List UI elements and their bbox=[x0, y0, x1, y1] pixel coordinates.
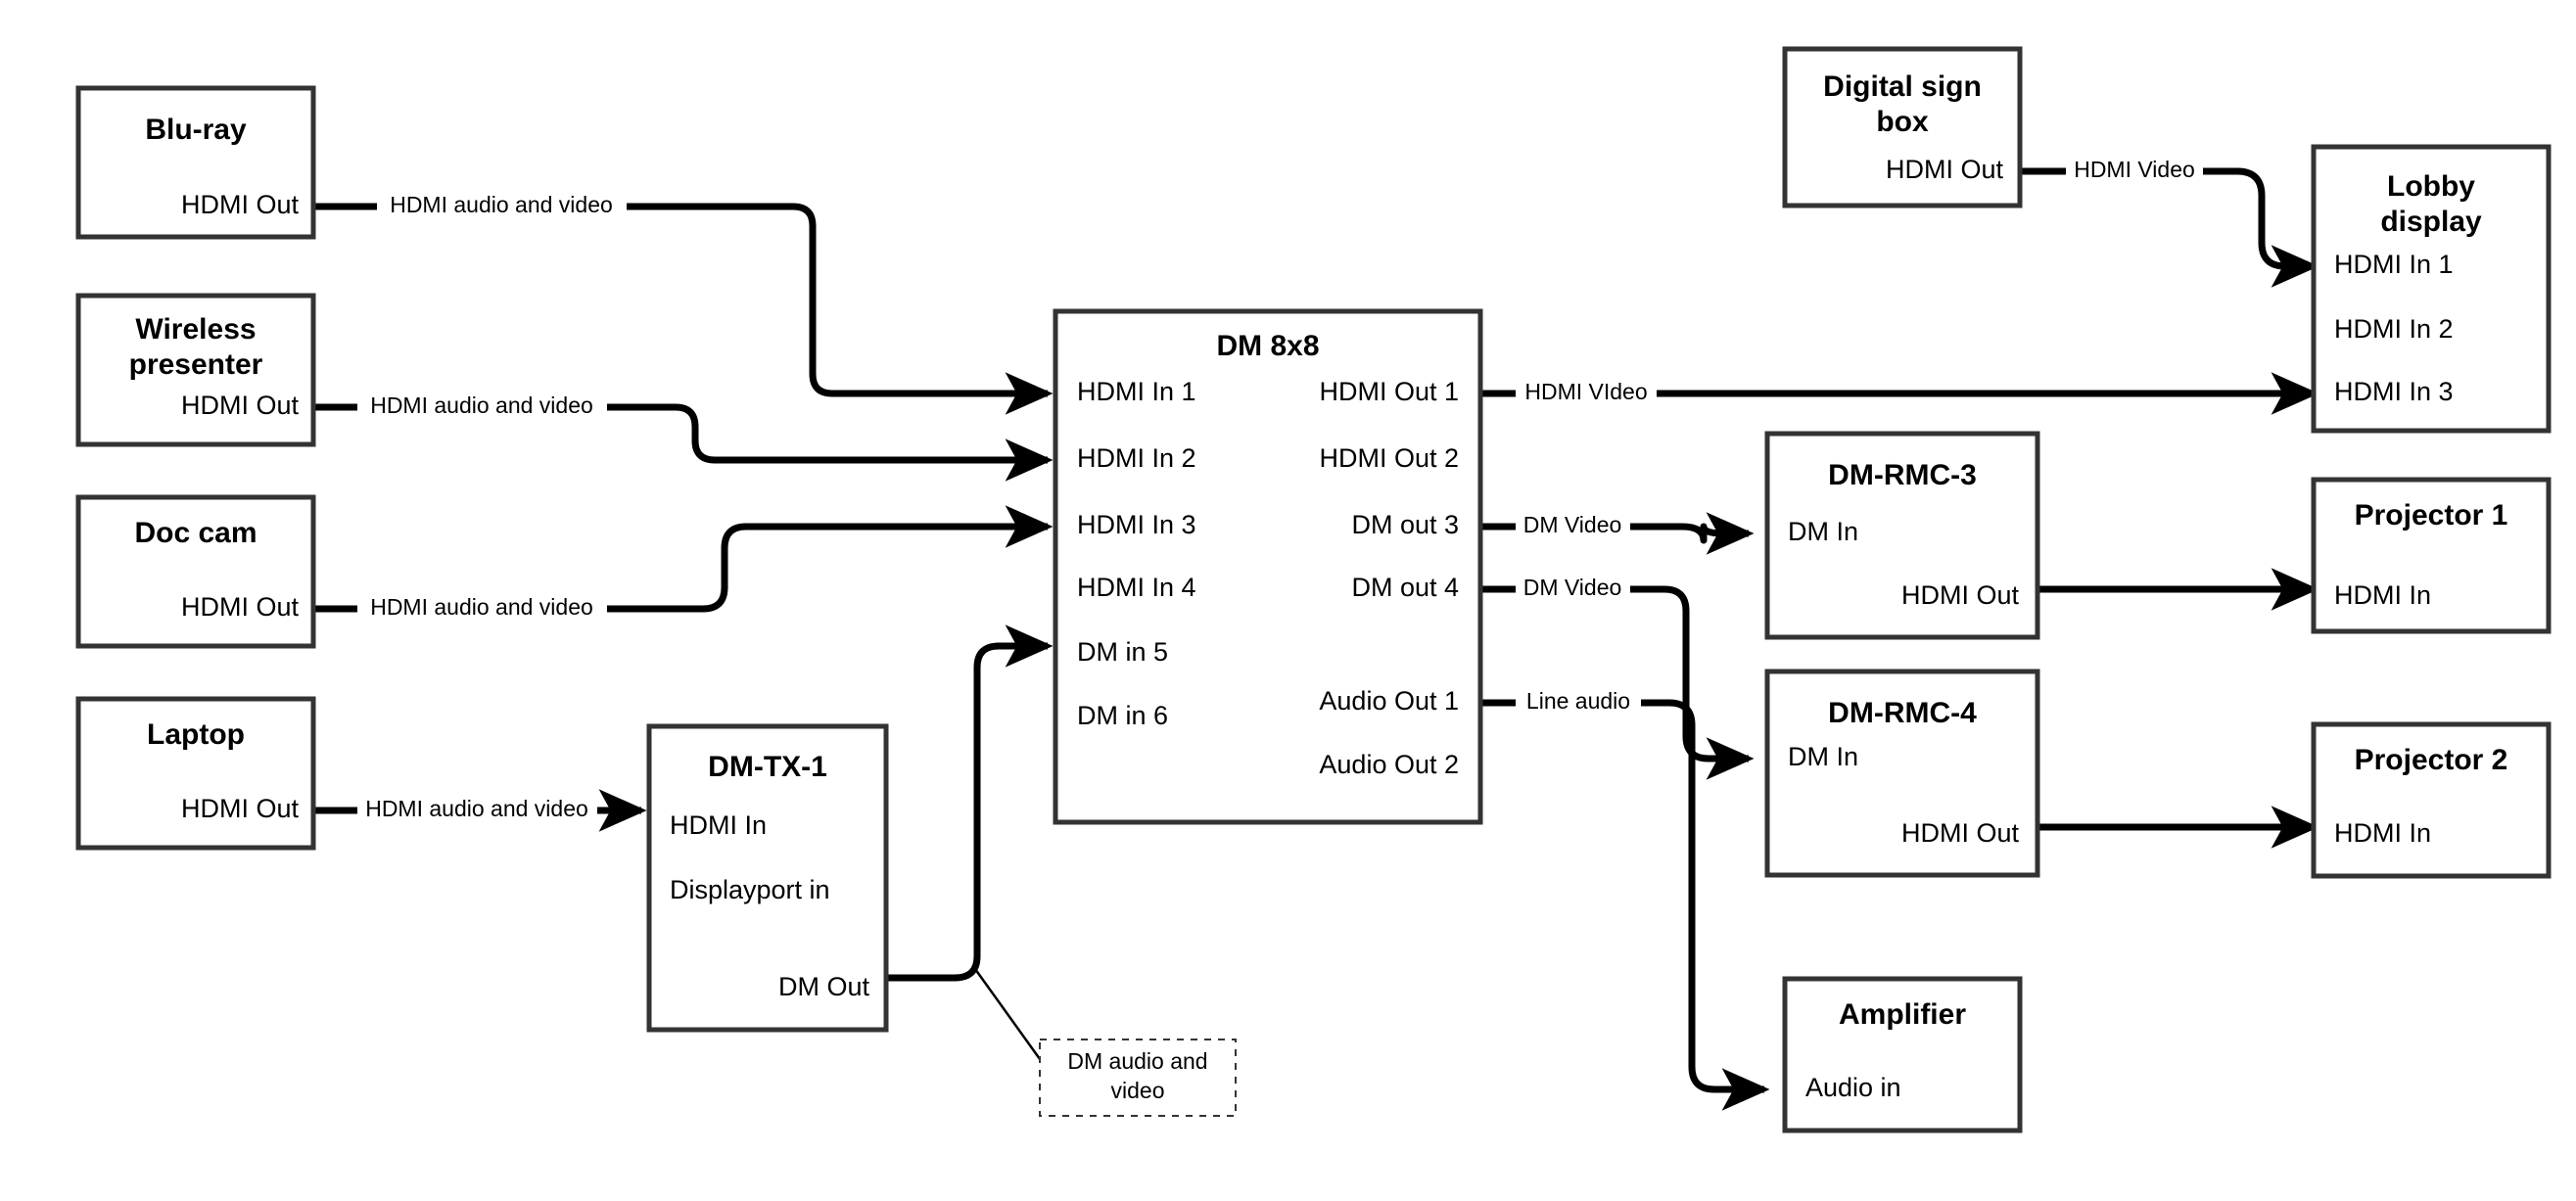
node-lobby-display-title-line2: display bbox=[2380, 206, 2482, 238]
edge-label-bluray: HDMI audio and video bbox=[390, 192, 613, 217]
node-dm-rmc-4-title: DM-RMC-4 bbox=[1828, 697, 1977, 729]
port-dm-tx-1-displayport-in[interactable]: Displayport in bbox=[670, 875, 830, 904]
wire-wireless-to-hdmi-in-2 bbox=[313, 403, 1048, 460]
node-lobby-display-title-line1: Lobby bbox=[2387, 170, 2475, 203]
node-projector-2-box[interactable] bbox=[2311, 721, 2552, 879]
node-dm-rmc-3[interactable]: DM-RMC-3 DM In HDMI Out bbox=[1764, 431, 2040, 640]
port-laptop-hdmi-out[interactable]: HDMI Out bbox=[181, 794, 300, 823]
callout-text-line1: DM audio and bbox=[1067, 1048, 1207, 1074]
port-projector-1-hdmi-in[interactable]: HDMI In bbox=[2334, 580, 2431, 610]
node-wireless-presenter-title-line1: Wireless bbox=[135, 313, 256, 346]
port-projector-2-hdmi-in[interactable]: HDMI In bbox=[2334, 818, 2431, 848]
node-lobby-display-box[interactable] bbox=[2311, 144, 2552, 434]
port-amplifier-audio-in[interactable]: Audio in bbox=[1805, 1073, 1901, 1102]
edge-label-digital-sign: HDMI Video bbox=[2074, 157, 2195, 182]
node-wireless-presenter-box[interactable] bbox=[75, 293, 316, 447]
port-dm-rmc-3-hdmi-out[interactable]: HDMI Out bbox=[1901, 580, 2020, 610]
node-amplifier-title: Amplifier bbox=[1839, 998, 1966, 1031]
edge-label-doccam: HDMI audio and video bbox=[370, 594, 593, 620]
port-dm-8x8-audio-out-1[interactable]: Audio Out 1 bbox=[1319, 686, 1459, 716]
port-dm-8x8-dm-in-6[interactable]: DM in 6 bbox=[1077, 701, 1168, 730]
wire-sign-to-lobby-hdmi-in-1 bbox=[2020, 167, 2314, 266]
node-digital-sign-box-title-line2: box bbox=[1876, 106, 1929, 138]
edge-label-layer: HDMI audio and video HDMI audio and vide… bbox=[365, 157, 2195, 821]
node-dm-8x8-box[interactable] bbox=[1053, 308, 1483, 825]
callout-box bbox=[1039, 1039, 1237, 1117]
node-amplifier[interactable]: Amplifier Audio in bbox=[1782, 976, 2023, 1133]
node-digital-sign-box-box[interactable] bbox=[1782, 46, 2023, 208]
node-bluray-title: Blu-ray bbox=[145, 114, 247, 146]
port-dm-tx-1-dm-out[interactable]: DM Out bbox=[778, 972, 870, 1001]
node-dm-8x8-title: DM 8x8 bbox=[1216, 330, 1319, 362]
port-lobby-display-hdmi-in-2[interactable]: HDMI In 2 bbox=[2334, 314, 2454, 344]
wire-bluray-to-hdmi-in-1 bbox=[313, 203, 1048, 393]
port-dm-8x8-dm-out-4[interactable]: DM out 4 bbox=[1351, 573, 1459, 602]
node-bluray[interactable]: Blu-ray HDMI Out bbox=[75, 85, 316, 240]
port-dm-rmc-4-dm-in[interactable]: DM In bbox=[1788, 742, 1858, 771]
port-lobby-display-hdmi-in-3[interactable]: HDMI In 3 bbox=[2334, 377, 2454, 406]
port-dm-8x8-dm-in-5[interactable]: DM in 5 bbox=[1077, 637, 1168, 667]
node-dm-rmc-4[interactable]: DM-RMC-4 DM In HDMI Out bbox=[1764, 669, 2040, 878]
node-laptop-title: Laptop bbox=[147, 718, 245, 751]
port-lobby-display-hdmi-in-1[interactable]: HDMI In 1 bbox=[2334, 250, 2454, 279]
node-doc-cam-title: Doc cam bbox=[134, 517, 257, 549]
edge-label-dm-out-4: DM Video bbox=[1523, 575, 1622, 600]
node-dm-tx-1[interactable]: DM-TX-1 HDMI In Displayport in DM Out bbox=[646, 723, 889, 1033]
port-dm-rmc-3-dm-in[interactable]: DM In bbox=[1788, 517, 1858, 546]
node-wireless-presenter-title-line2: presenter bbox=[129, 348, 263, 381]
node-bluray-box[interactable] bbox=[75, 85, 316, 240]
node-digital-sign-box[interactable]: Digital sign box HDMI Out bbox=[1782, 46, 2023, 208]
port-bluray-hdmi-out[interactable]: HDMI Out bbox=[181, 190, 300, 219]
node-dm-rmc-3-title: DM-RMC-3 bbox=[1828, 459, 1977, 491]
port-digital-sign-box-hdmi-out[interactable]: HDMI Out bbox=[1886, 155, 2004, 184]
port-dm-8x8-hdmi-in-4[interactable]: HDMI In 4 bbox=[1077, 573, 1196, 602]
port-dm-8x8-audio-out-2[interactable]: Audio Out 2 bbox=[1319, 750, 1459, 779]
node-laptop-box[interactable] bbox=[75, 696, 316, 851]
node-digital-sign-box-title-line1: Digital sign bbox=[1823, 70, 1982, 103]
node-projector-1-title: Projector 1 bbox=[2355, 499, 2508, 531]
callout-leader-line bbox=[973, 968, 1042, 1060]
node-doc-cam[interactable]: Doc cam HDMI Out bbox=[75, 494, 316, 649]
node-projector-1-box[interactable] bbox=[2311, 477, 2552, 634]
edge-label-wireless: HDMI audio and video bbox=[370, 393, 593, 418]
node-dm-tx-1-title: DM-TX-1 bbox=[708, 751, 827, 783]
node-dm-8x8[interactable]: DM 8x8 HDMI In 1 HDMI In 2 HDMI In 3 HDM… bbox=[1053, 308, 1483, 825]
callout-dm-audio-and-video: DM audio and video bbox=[1039, 1039, 1237, 1117]
wire-dm-out-3-to-dmrmc3 bbox=[1480, 527, 1749, 540]
port-dm-8x8-dm-out-3[interactable]: DM out 3 bbox=[1351, 510, 1459, 539]
port-dm-8x8-hdmi-in-2[interactable]: HDMI In 2 bbox=[1077, 443, 1196, 473]
node-projector-1[interactable]: Projector 1 HDMI In bbox=[2311, 477, 2552, 634]
node-lobby-display[interactable]: Lobby display HDMI In 1 HDMI In 2 HDMI I… bbox=[2311, 144, 2552, 434]
wire-audio-out-1-to-amplifier bbox=[1480, 699, 1764, 1089]
node-projector-2-title: Projector 2 bbox=[2355, 744, 2508, 776]
edge-label-dm-out-3: DM Video bbox=[1523, 512, 1622, 537]
port-dm-8x8-hdmi-out-2[interactable]: HDMI Out 2 bbox=[1319, 443, 1459, 473]
node-laptop[interactable]: Laptop HDMI Out bbox=[75, 696, 316, 851]
port-dm-8x8-hdmi-in-1[interactable]: HDMI In 1 bbox=[1077, 377, 1196, 406]
port-doc-cam-hdmi-out[interactable]: HDMI Out bbox=[181, 592, 300, 622]
port-dm-8x8-hdmi-in-3[interactable]: HDMI In 3 bbox=[1077, 510, 1196, 539]
node-projector-2[interactable]: Projector 2 HDMI In bbox=[2311, 721, 2552, 879]
port-dm-tx-1-hdmi-in[interactable]: HDMI In bbox=[670, 810, 767, 840]
node-dm-tx-1-box[interactable] bbox=[646, 723, 889, 1033]
node-doc-cam-box[interactable] bbox=[75, 494, 316, 649]
port-dm-8x8-hdmi-out-1[interactable]: HDMI Out 1 bbox=[1319, 377, 1459, 406]
callout-text-line2: video bbox=[1111, 1078, 1165, 1103]
wire-dm-out-4-to-dmrmc4 bbox=[1480, 585, 1749, 759]
wire-doccam-to-hdmi-in-3 bbox=[313, 527, 1048, 613]
wire-dmtx1-to-dm-in-5 bbox=[886, 624, 1054, 982]
edge-label-hdmi-out-1: HDMI VIdeo bbox=[1524, 379, 1647, 404]
port-dm-rmc-4-hdmi-out[interactable]: HDMI Out bbox=[1901, 818, 2020, 848]
wire-layer bbox=[313, 167, 2314, 1089]
edge-label-laptop: HDMI audio and video bbox=[365, 796, 588, 821]
node-wireless-presenter[interactable]: Wireless presenter HDMI Out bbox=[75, 293, 316, 447]
node-dm-rmc-4-box[interactable] bbox=[1764, 669, 2040, 878]
edge-label-audio-out-1: Line audio bbox=[1526, 688, 1630, 714]
node-dm-rmc-3-box[interactable] bbox=[1764, 431, 2040, 640]
port-wireless-presenter-hdmi-out[interactable]: HDMI Out bbox=[181, 391, 300, 420]
node-amplifier-box[interactable] bbox=[1782, 976, 2023, 1133]
